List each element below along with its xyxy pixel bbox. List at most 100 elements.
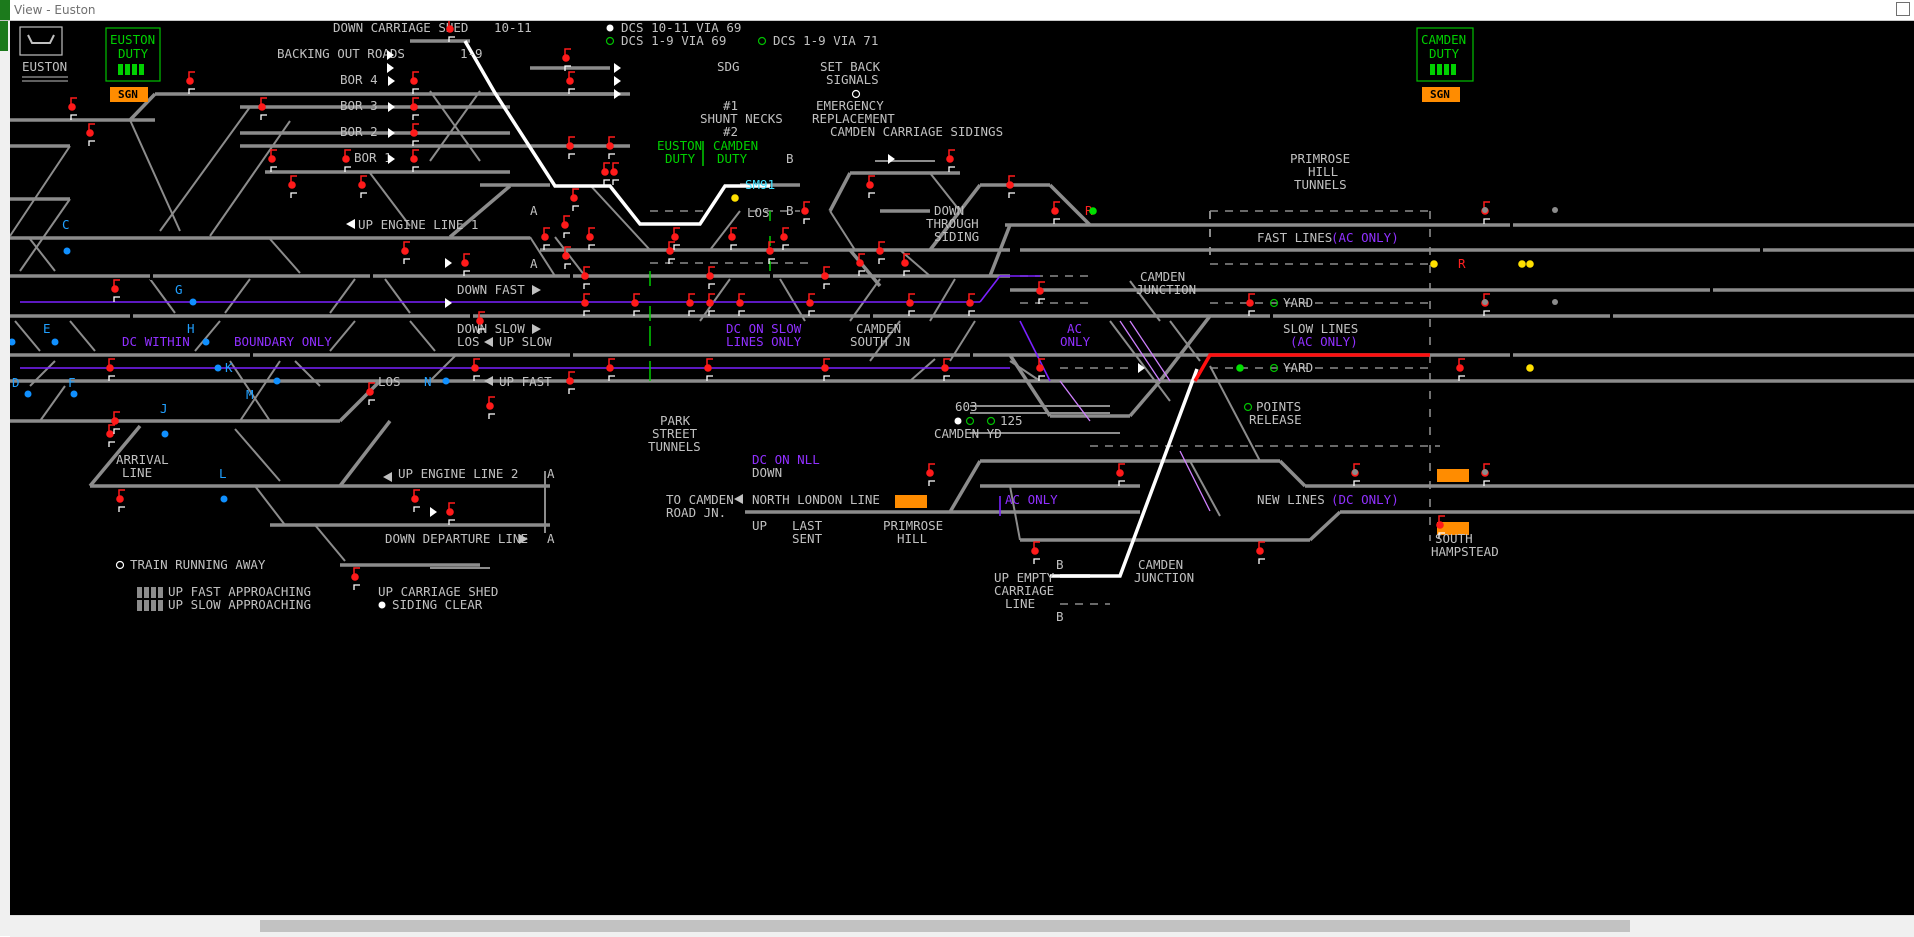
berth-dot-icon[interactable] <box>442 377 450 385</box>
signal-head-icon[interactable] <box>351 567 360 590</box>
signal-head-icon[interactable] <box>606 136 615 159</box>
signal-head-icon[interactable] <box>268 149 277 172</box>
berth-dot-icon[interactable] <box>161 430 169 438</box>
signal-head-icon[interactable] <box>866 175 875 198</box>
shunt-arrow-icon[interactable] <box>1138 363 1145 373</box>
signal-head-icon[interactable] <box>601 162 610 185</box>
signal-head-icon[interactable] <box>358 175 367 198</box>
signal-head-icon[interactable] <box>706 293 715 316</box>
camden-sgn-button[interactable]: SGN <box>1422 87 1460 102</box>
signal-head-icon[interactable] <box>410 71 419 94</box>
signal-head-icon[interactable] <box>704 358 713 381</box>
signal-head-icon[interactable] <box>906 293 915 316</box>
signal-head-icon[interactable] <box>366 382 375 405</box>
route-arrow-icon[interactable] <box>387 50 394 60</box>
label-dcs-1-9-71[interactable]: DCS 1-9 VIA 71 <box>773 33 878 48</box>
route-arrow-icon[interactable] <box>614 89 621 99</box>
signal-head-icon[interactable] <box>116 489 125 512</box>
signal-head-icon[interactable] <box>401 241 410 264</box>
signal-head-icon[interactable] <box>111 411 120 434</box>
signal-head-icon[interactable] <box>671 227 680 250</box>
yard-indicator-1[interactable] <box>1269 298 1279 308</box>
signal-head-icon[interactable] <box>1256 541 1265 564</box>
signal-head-icon[interactable] <box>706 266 715 289</box>
shunt-arrow-icon[interactable] <box>388 128 395 138</box>
scrollbar-thumb[interactable] <box>260 920 1630 932</box>
signal-head-icon[interactable] <box>446 502 455 525</box>
signal-head-icon[interactable] <box>476 311 485 334</box>
signal-head-icon[interactable] <box>106 424 115 447</box>
shunt-arrow-icon[interactable] <box>388 154 395 164</box>
signal-head-icon[interactable] <box>806 293 815 316</box>
berth-dot-icon[interactable] <box>63 247 71 255</box>
signal-head-icon[interactable] <box>1089 207 1097 215</box>
signal-head-icon[interactable] <box>821 358 830 381</box>
signal-head-icon[interactable] <box>581 293 590 316</box>
signal-head-icon[interactable] <box>446 21 455 42</box>
signal-head-icon[interactable] <box>1236 364 1244 372</box>
berth-dot-icon[interactable] <box>189 298 197 306</box>
signal-head-icon[interactable] <box>258 97 267 120</box>
signal-head-icon[interactable] <box>610 162 619 185</box>
signal-head-icon[interactable] <box>1526 260 1534 268</box>
maximize-icon[interactable] <box>1896 2 1910 16</box>
signal-head-icon[interactable] <box>766 241 775 264</box>
signal-head-icon[interactable] <box>586 227 595 250</box>
signal-head-icon[interactable] <box>1430 260 1438 268</box>
signal-head-icon[interactable] <box>1436 515 1445 538</box>
signal-head-icon[interactable] <box>68 97 77 120</box>
signal-head-icon[interactable] <box>566 136 575 159</box>
signal-head-icon[interactable] <box>1116 463 1125 486</box>
signal-head-icon[interactable] <box>666 241 675 264</box>
signal-head-icon[interactable] <box>1031 541 1040 564</box>
signal-head-icon[interactable] <box>410 97 419 120</box>
signal-head-icon[interactable] <box>471 358 480 381</box>
signal-head-icon[interactable] <box>1481 463 1490 486</box>
signal-head-icon[interactable] <box>801 201 810 224</box>
signal-head-icon[interactable] <box>342 149 351 172</box>
euston-sgn-button[interactable]: SGN <box>110 87 148 102</box>
berth-dot-icon[interactable] <box>24 390 32 398</box>
signal-head-icon[interactable] <box>731 194 739 202</box>
signal-head-icon[interactable] <box>1518 260 1526 268</box>
signal-head-icon[interactable] <box>631 293 640 316</box>
signal-head-icon[interactable] <box>86 123 95 146</box>
train-running-away-indicator[interactable] <box>115 560 125 570</box>
signal-head-icon[interactable] <box>566 371 575 394</box>
signal-head-icon[interactable] <box>486 396 495 419</box>
signal-head-icon[interactable] <box>411 489 420 512</box>
berth-dot-icon[interactable] <box>202 338 210 346</box>
signal-head-icon[interactable] <box>410 123 419 146</box>
shunt-arrow-icon[interactable] <box>445 298 452 308</box>
signal-head-icon[interactable] <box>780 227 789 250</box>
signal-head-icon[interactable] <box>186 71 195 94</box>
signal-head-icon[interactable] <box>288 175 297 198</box>
label-dcs-1-9-69[interactable]: DCS 1-9 VIA 69 <box>621 33 726 48</box>
route-arrow-icon[interactable] <box>614 76 621 86</box>
berth-dot-icon[interactable] <box>51 338 59 346</box>
shunt-arrow-icon[interactable] <box>388 102 395 112</box>
signal-head-icon[interactable] <box>541 227 550 250</box>
signal-head-icon[interactable] <box>966 293 975 316</box>
signal-head-icon[interactable] <box>1246 293 1255 316</box>
signal-head-icon[interactable] <box>736 293 745 316</box>
signal-head-icon[interactable] <box>410 149 419 172</box>
label-sm91[interactable]: SM91 <box>745 177 775 192</box>
signal-head-icon[interactable] <box>1456 358 1465 381</box>
signal-head-icon[interactable] <box>1051 201 1060 224</box>
label-dcs-10-11[interactable]: DCS 10-11 VIA 69 <box>621 21 741 35</box>
signal-head-icon[interactable] <box>901 253 910 276</box>
signal-head-icon[interactable] <box>566 71 575 94</box>
set-back-indicator[interactable] <box>851 89 861 99</box>
signal-head-icon[interactable] <box>606 358 615 381</box>
signal-head-icon[interactable] <box>856 253 865 276</box>
signal-head-icon[interactable] <box>581 266 590 289</box>
shunt-arrow-icon[interactable] <box>388 76 395 86</box>
route-arrow-icon[interactable] <box>614 63 621 73</box>
route-arrow-icon[interactable] <box>387 63 394 73</box>
signal-head-icon[interactable] <box>821 266 830 289</box>
signal-head-icon[interactable] <box>728 227 737 250</box>
yard-indicator-2[interactable] <box>1269 363 1279 373</box>
signal-head-icon[interactable] <box>570 188 579 211</box>
signal-head-icon[interactable] <box>686 293 695 316</box>
